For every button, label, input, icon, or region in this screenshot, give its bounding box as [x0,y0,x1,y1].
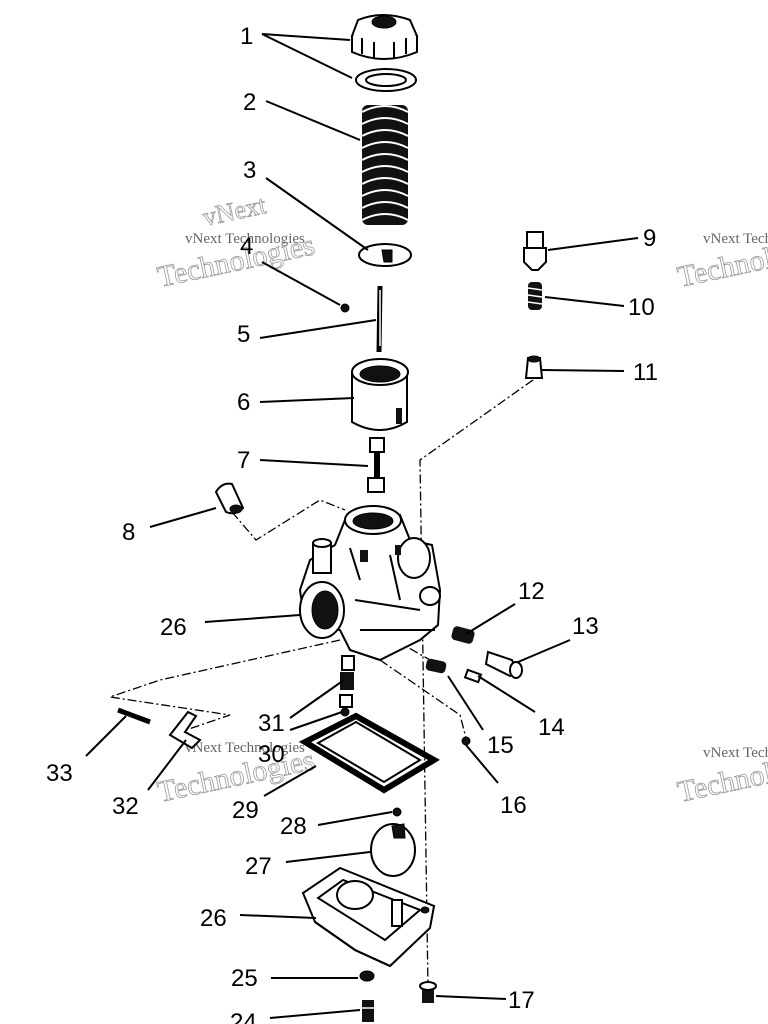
watermark-text: vNext Technologies [703,745,768,761]
callout-10: 10 [628,294,655,321]
cap [350,14,419,60]
callout-3: 3 [243,157,256,184]
callout-6: 6 [237,389,250,416]
needle-jet [367,437,385,493]
callout-12: 12 [518,578,545,605]
air-screw-spring [451,626,475,644]
washer [355,68,417,92]
float [370,823,416,877]
callout-17: 17 [508,987,535,1014]
watermark-text: vNext Technologies [703,231,768,247]
drain-plug [362,1000,374,1022]
callout-33: 33 [46,760,73,787]
callout-14: 14 [538,714,565,741]
callout-16: 16 [500,792,527,819]
idle-spring [527,282,543,310]
jet-needle [376,285,383,353]
callout-28: 28 [280,813,307,840]
callout-13: 13 [572,613,599,640]
callout-8: 8 [122,519,135,546]
throttle-slide [351,358,409,431]
watermark: vNext Technologies vNext Technologies vN… [154,190,768,810]
callout-30: 30 [258,741,285,768]
callout-31: 31 [258,710,285,737]
main-jet [461,736,471,746]
watermark-text: vNext Technologies [185,231,305,247]
pilot-jet [339,655,355,717]
float-pin-clip [392,807,402,817]
callout-26-bowl: 26 [200,905,227,932]
carburetor-body [298,505,442,662]
linkage-bracket [168,710,202,750]
watermark-text: vNext Technologies [185,740,305,756]
callout-29: 29 [232,797,259,824]
spring [361,105,409,225]
fitting [524,355,544,379]
callout-2: 2 [243,89,256,116]
callout-5: 5 [237,321,250,348]
callout-32: 32 [112,793,139,820]
idle-adjust-screw [523,231,547,271]
callout-4: 4 [240,233,253,260]
callout-26-body: 26 [160,614,187,641]
drain-washer [359,970,375,982]
watermark-text: vNext [200,190,269,232]
callout-25: 25 [231,965,258,992]
float-bowl-screw [419,981,437,1003]
e-clip [340,303,350,313]
callout-1: 1 [240,23,253,50]
float-bowl [301,866,436,968]
air-screw [484,650,523,679]
callout-9: 9 [643,225,656,252]
callout-27: 27 [245,853,272,880]
callout-11: 11 [633,359,658,386]
needle-retainer [358,243,412,267]
rubber-cap [214,482,245,515]
callout-7: 7 [237,447,250,474]
float-bowl-gasket [298,712,440,794]
linkage-pin [117,707,151,725]
callouts: 1 2 3 4 5 6 7 8 9 10 11 12 13 14 15 16 1… [46,23,658,1024]
idle-screw [425,658,483,684]
callout-15: 15 [487,732,514,759]
callout-24: 24 [230,1009,257,1024]
leader-lines [85,33,639,1019]
